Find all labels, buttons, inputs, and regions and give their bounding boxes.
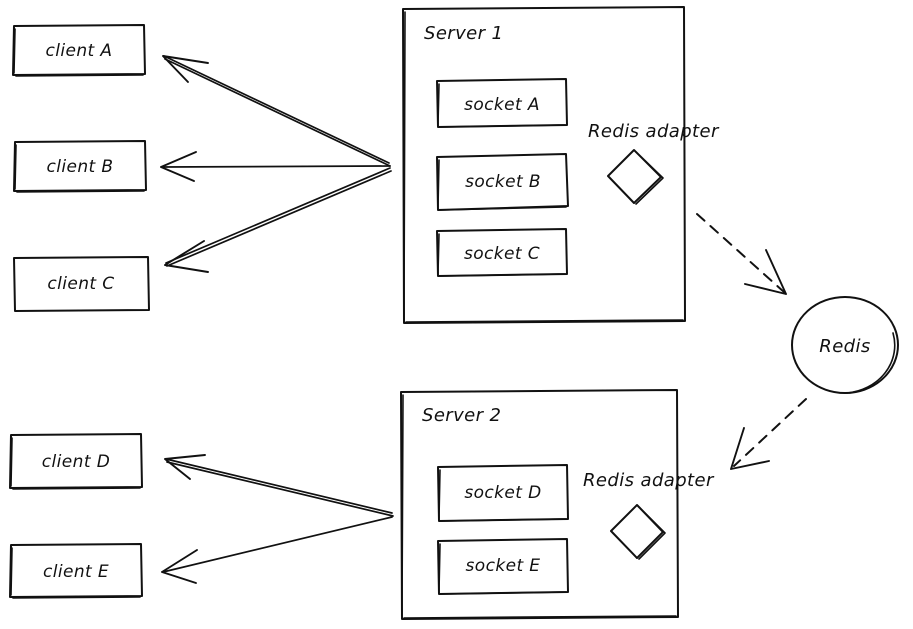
client-a-label: client A — [46, 41, 113, 61]
arrow-server2-to-client-d — [164, 454, 394, 517]
arrow-server1-to-client-c — [164, 167, 392, 273]
socket-box-b[interactable]: socket B — [436, 153, 569, 211]
client-box-b[interactable]: client B — [13, 140, 147, 193]
server-1-adapter-label: Redis adapter — [588, 121, 720, 142]
socket-a-label: socket A — [464, 95, 540, 115]
socket-d-label: socket D — [464, 483, 541, 503]
server-1-label: Server 1 — [424, 23, 503, 44]
arrow-redis-to-adapter2 — [730, 398, 807, 470]
client-box-e[interactable]: client E — [9, 543, 143, 599]
client-box-d[interactable]: client D — [9, 433, 143, 490]
arrow-server1-to-client-b — [160, 151, 391, 182]
client-e-label: client E — [43, 562, 109, 582]
socket-box-d[interactable]: socket D — [437, 464, 569, 522]
client-box-a[interactable]: client A — [12, 24, 146, 77]
arrow-server2-to-client-e — [161, 516, 393, 584]
socket-e-label: socket E — [466, 556, 541, 576]
client-box-c[interactable]: client C — [13, 256, 150, 312]
server-2-adapter-label: Redis adapter — [583, 470, 715, 491]
arrow-server1-to-client-a — [162, 55, 391, 167]
socket-c-label: socket C — [464, 244, 540, 264]
server-2-adapter-diamond[interactable] — [610, 504, 666, 560]
server-2-box[interactable]: Server 2 — [400, 389, 679, 620]
client-d-label: client D — [42, 452, 110, 472]
arrow-adapter1-to-redis — [696, 213, 787, 295]
socket-box-e[interactable]: socket E — [437, 538, 569, 595]
client-c-label: client C — [47, 274, 114, 294]
server-1-adapter-diamond[interactable] — [607, 149, 664, 205]
socket-b-label: socket B — [465, 172, 541, 192]
redis-node[interactable]: Redis — [791, 296, 899, 394]
server-2-label: Server 2 — [422, 405, 501, 426]
server-1-box[interactable]: Server 1 — [402, 6, 686, 324]
client-b-label: client B — [47, 157, 114, 177]
redis-label: Redis — [819, 336, 870, 357]
socket-box-c[interactable]: socket C — [436, 228, 568, 277]
socket-box-a[interactable]: socket A — [436, 78, 568, 128]
